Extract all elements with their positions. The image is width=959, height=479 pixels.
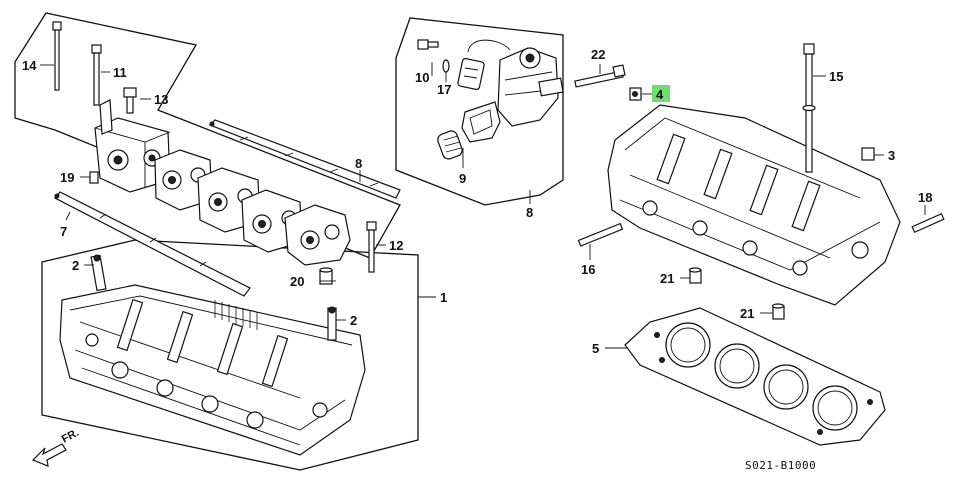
rocker-shaft-upper [208,119,401,199]
callout-1: 1 [440,290,447,305]
callout-8-upper: 8 [355,156,362,171]
nut-4 [629,87,642,101]
bolt-12 [366,221,377,273]
callout-12: 12 [389,238,403,253]
head-gasket-5 [624,307,886,446]
bolt-14 [52,21,62,91]
stud-18 [911,212,945,234]
front-direction-arrow: FR. [31,427,81,467]
callout-21-upper: 21 [660,271,674,286]
dowel-21-lower [771,303,785,320]
bolt-11 [91,44,102,106]
callout-4-highlight [652,85,670,102]
bolt-22 [574,64,626,88]
stud-16 [577,222,624,247]
callout-16: 16 [581,262,595,277]
front-direction-label: FR. [60,427,81,446]
stud-2-right [327,306,337,341]
callout-15: 15 [829,69,843,84]
cylinder-head-left [59,284,366,456]
callout-14: 14 [22,58,37,73]
stud-2-left [90,254,107,292]
rocker-arm-block-5 [284,204,351,266]
washer-17 [442,59,450,73]
vtec-solenoid [467,39,564,127]
callout-18: 18 [918,190,932,205]
rocker-arm-block-1 [94,99,171,193]
callout-21-lower: 21 [740,306,754,321]
callout-10: 10 [415,70,429,85]
plug-3 [861,147,875,161]
bolt-10 [417,39,439,50]
callout-17: 17 [437,82,451,97]
rocker-shaft-lower [54,191,251,297]
callout-13: 13 [154,92,168,107]
callout-20: 20 [290,274,304,289]
gasket-9 [437,101,501,160]
dowel-19 [89,171,99,184]
drawing-code: S021-B1000 [745,459,816,472]
dowel-20 [319,267,333,285]
group-outline-vtec-solenoid [395,17,564,206]
callout-11: 11 [113,65,127,80]
cylinder-head-right [607,104,901,306]
callout-19: 19 [60,170,74,185]
group-outline-rocker-assembly [14,12,401,259]
bolt-15 [802,43,816,173]
connector-plug [457,57,485,91]
callout-3: 3 [888,148,895,163]
callout-2-left: 2 [72,258,79,273]
callout-5: 5 [592,341,599,356]
callout-9: 9 [459,171,466,186]
dowel-21-upper [688,267,702,284]
callout-4: 4 [656,87,664,102]
callout-7: 7 [60,224,67,239]
callout-22: 22 [591,47,605,62]
leader-lines [40,62,926,349]
bolt-13 [123,87,137,114]
callout-8-lower: 8 [526,205,533,220]
callout-2-right: 2 [350,313,357,328]
